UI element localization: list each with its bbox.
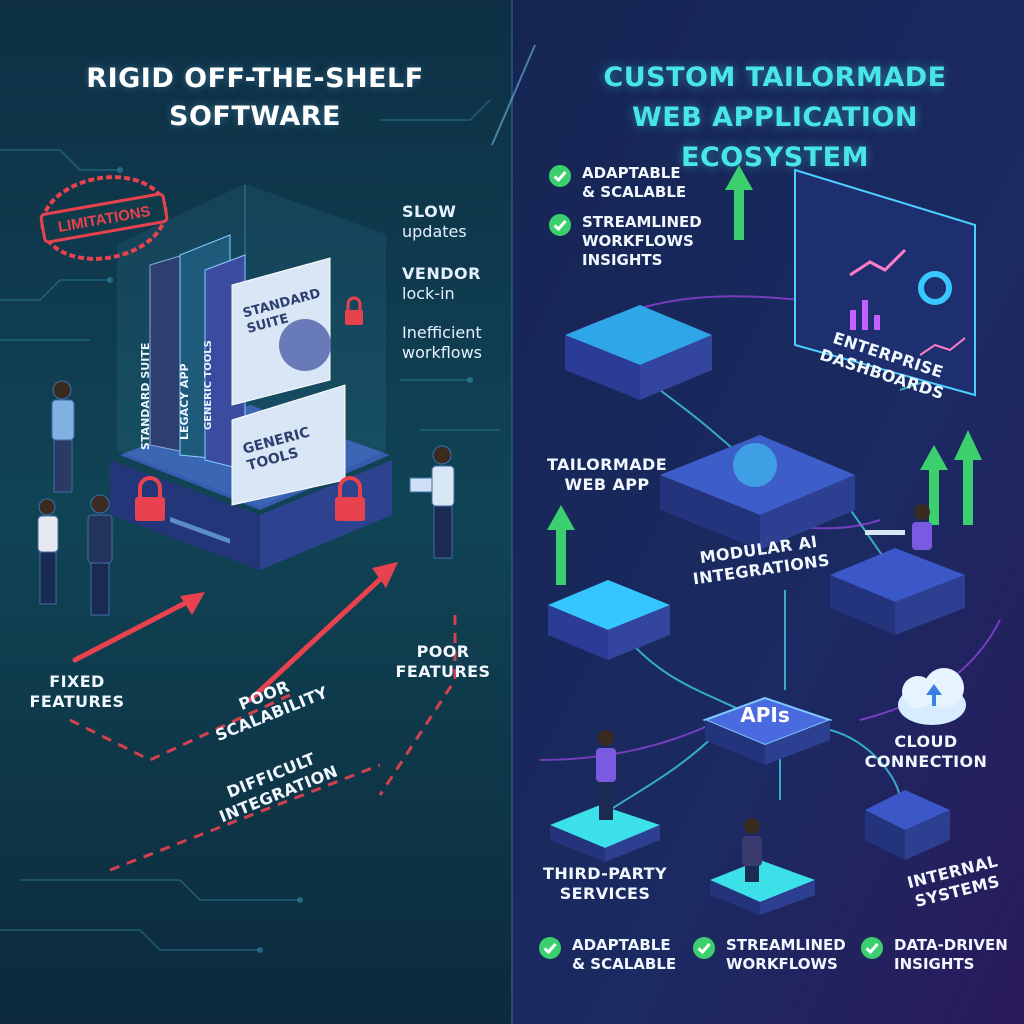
- check-circle-icon: [549, 165, 571, 187]
- caption-line: FEATURES: [29, 692, 125, 711]
- left-title: RIGID OFF-THE-SHELF SOFTWARE: [20, 60, 490, 136]
- check-circle-icon: [539, 937, 561, 959]
- issue-strong: Inefficient: [402, 323, 482, 342]
- check-circle-icon: [861, 937, 883, 959]
- check-line: ADAPTABLE: [572, 936, 671, 954]
- issue-rest: updates: [402, 222, 467, 241]
- check-circle-icon: [693, 937, 715, 959]
- check-line: INSIGHTS: [894, 955, 975, 973]
- left-title-line2: SOFTWARE: [169, 101, 341, 132]
- caption-line: TAILORMADE: [546, 455, 668, 474]
- caption-cloud-connection: CLOUD CONNECTION: [858, 732, 994, 772]
- box-label-generic-tools-1: GENERIC TOOLS: [203, 340, 214, 430]
- issue-strong: SLOW: [402, 202, 457, 221]
- caption-line: FEATURES: [395, 662, 491, 681]
- check-line: WORKFLOWS: [582, 232, 694, 250]
- caption-line: CONNECTION: [864, 752, 988, 771]
- right-title: CUSTOM TAILORMADE WEB APPLICATION ECOSYS…: [540, 58, 1010, 178]
- issue-inefficient-workflows: Inefficient workflows: [402, 323, 507, 363]
- caption-line: POOR: [416, 642, 470, 661]
- check-line: ADAPTABLE: [582, 164, 681, 182]
- issue-strong: VENDOR: [402, 264, 481, 283]
- issue-rest: workflows: [402, 343, 483, 362]
- box-label-legacy-app: LEGACY APP: [178, 363, 191, 440]
- check-line: & SCALABLE: [582, 183, 687, 201]
- left-title-line1: RIGID OFF-THE-SHELF: [86, 63, 424, 94]
- right-title-line2: WEB APPLICATION ECOSYSTEM: [631, 102, 919, 173]
- right-title-line1: CUSTOM TAILORMADE: [603, 62, 947, 93]
- check-line: INSIGHTS: [582, 251, 663, 269]
- check-line: STREAMLINED: [726, 936, 846, 954]
- issue-slow-updates: SLOW updates: [402, 202, 502, 242]
- apis-label: APIs: [740, 703, 790, 727]
- check-line: DATA-DRIVEN: [894, 936, 1008, 954]
- issue-rest: lock-in: [402, 284, 455, 303]
- caption-third-party-services: THIRD-PARTY SERVICES: [540, 864, 670, 904]
- caption-line: SERVICES: [559, 884, 651, 903]
- caption-line: CLOUD: [894, 732, 958, 751]
- check-line: STREAMLINED: [582, 213, 702, 231]
- caption-tailormade-web-app: TAILORMADE WEB APP: [542, 455, 672, 495]
- check-circle-icon: [549, 214, 571, 236]
- box-label-standard-suite-1: STANDARD SUITE: [139, 342, 152, 450]
- issue-vendor-lock-in: VENDOR lock-in: [402, 264, 502, 304]
- limitations-stamp: LIMITATIONS: [39, 175, 169, 261]
- caption-line: WEB APP: [564, 475, 650, 494]
- caption-line: THIRD-PARTY: [543, 864, 667, 883]
- check-streamlined-top: STREAMLINED WORKFLOWS INSIGHTS: [548, 213, 728, 270]
- caption-poor-features: POOR FEATURES: [388, 642, 498, 682]
- check-streamlined-bottom: STREAMLINED WORKFLOWS: [692, 936, 852, 974]
- check-line: WORKFLOWS: [726, 955, 838, 973]
- check-line: & SCALABLE: [572, 955, 677, 973]
- check-data-driven-bottom: DATA-DRIVEN INSIGHTS: [860, 936, 1010, 974]
- caption-fixed-features: FIXED FEATURES: [22, 672, 132, 712]
- caption-line: FIXED: [49, 672, 105, 691]
- check-adaptable-bottom: ADAPTABLE & SCALABLE: [538, 936, 688, 974]
- check-adaptable-top: ADAPTABLE & SCALABLE: [548, 164, 718, 202]
